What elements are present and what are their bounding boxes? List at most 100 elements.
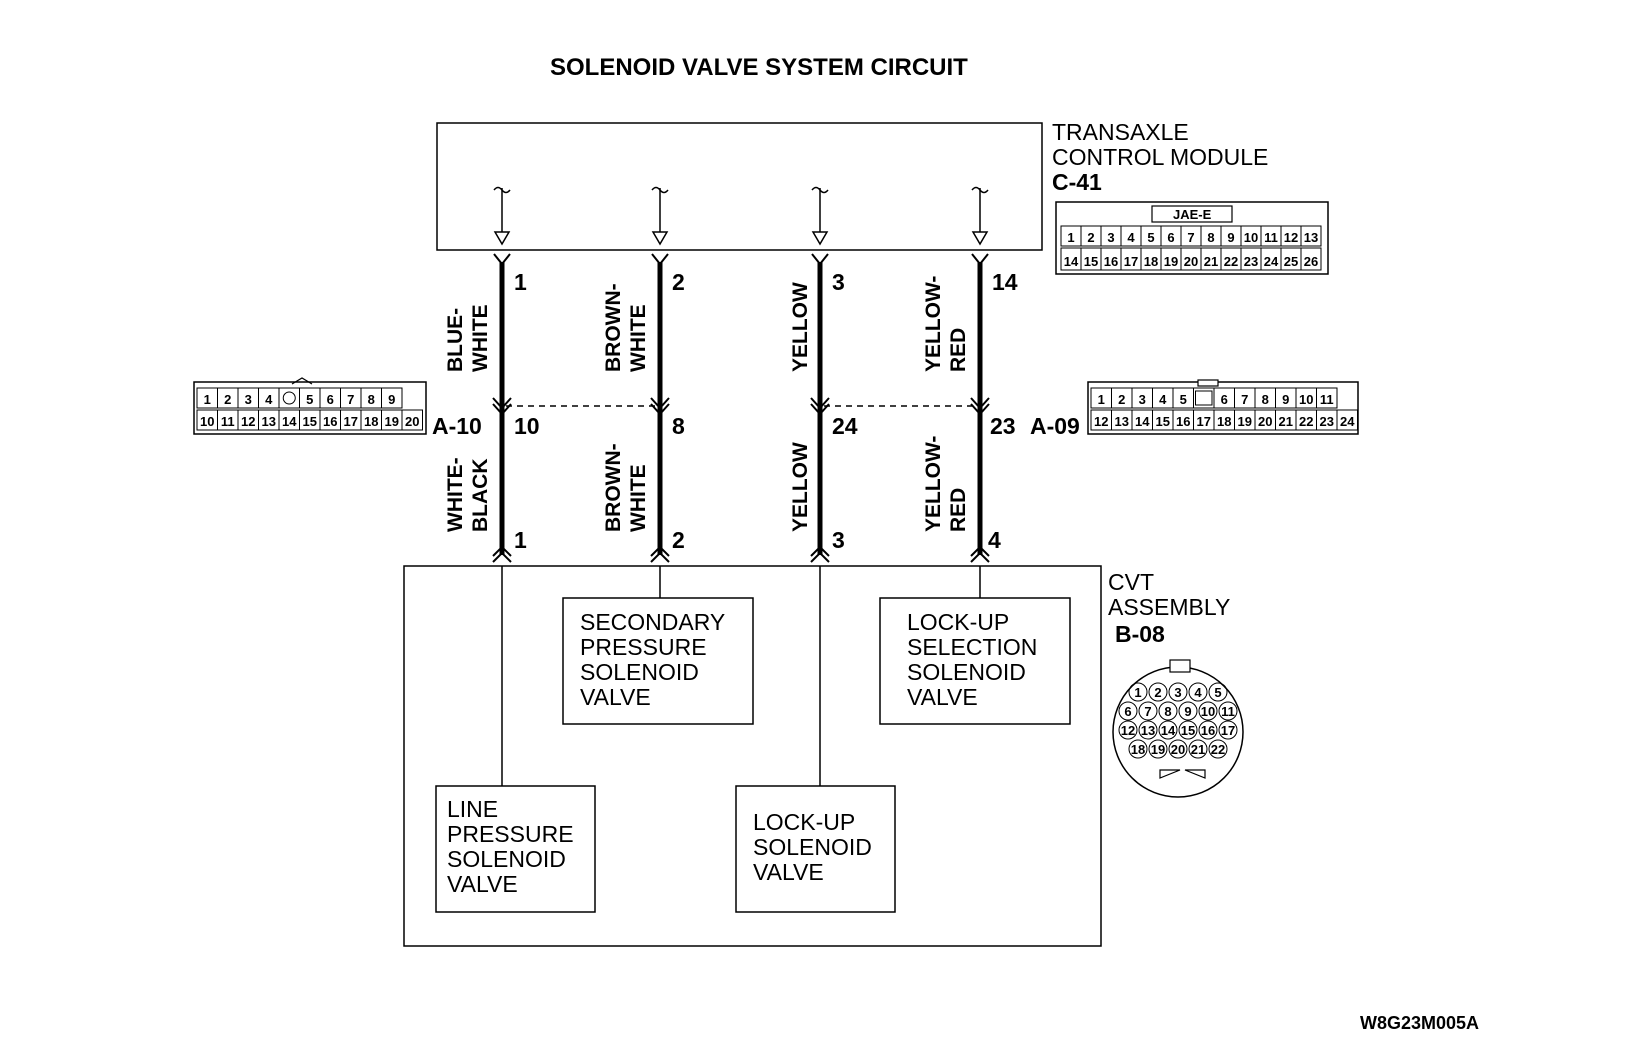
connector-pin-number: 11 — [1221, 704, 1235, 719]
connector-pin-number: 25 — [1284, 254, 1298, 269]
valve-label: LOCK-UP — [753, 809, 855, 835]
connector-pin-number: 6 — [1167, 230, 1174, 245]
tcm-output-symbol — [811, 186, 829, 246]
connector-pin-number: 19 — [1151, 742, 1165, 757]
connector-pin-number: 13 — [1304, 230, 1318, 245]
connector-pin-number: 1 — [1067, 230, 1074, 245]
terminal-mark — [970, 545, 990, 563]
connector-pin — [1138, 720, 1158, 740]
terminal-mark — [650, 545, 670, 563]
tcm-output-symbol — [971, 186, 989, 246]
connector-pin-number: 23 — [1320, 414, 1334, 429]
connector-pin-number: 9 — [1282, 392, 1289, 407]
connector-pin-number: 1 — [1098, 392, 1105, 407]
connector-a09-id: A-09 — [1030, 413, 1080, 439]
connector-latch — [1197, 379, 1219, 387]
lower-color-2b: WHITE — [627, 464, 650, 532]
tcm-pin-1: 1 — [514, 269, 527, 295]
valve-label: SOLENOID — [580, 659, 699, 685]
connector-pin-number: 9 — [388, 392, 395, 407]
cvt-pin-1: 1 — [514, 527, 527, 553]
connector-pin-number: 4 — [1194, 685, 1202, 700]
valve-label: SOLENOID — [447, 846, 566, 872]
connector-pin-number: 16 — [323, 414, 337, 429]
tcm-pin-3: 3 — [832, 269, 845, 295]
connector-pin-number: 20 — [1184, 254, 1198, 269]
upper-color-2b: WHITE — [627, 304, 650, 372]
connector-pin-number: 21 — [1191, 742, 1205, 757]
connector-cell — [1336, 409, 1358, 431]
diagram-title: SOLENOID VALVE SYSTEM CIRCUIT — [550, 54, 968, 81]
connector-cell — [278, 387, 300, 409]
connector-pin-number: 8 — [1262, 392, 1269, 407]
line-pressure-solenoid-valve: LINE PRESSURE SOLENOID VALVE — [435, 785, 596, 913]
connector-pin — [1208, 682, 1228, 702]
connector-pin-number: 16 — [1201, 723, 1215, 738]
connector-pin — [1128, 739, 1148, 759]
valve-label: PRESSURE — [447, 821, 574, 847]
junction-pin-2: 8 — [672, 413, 685, 439]
connector-pin-number: 10 — [200, 414, 214, 429]
connector-pin — [1218, 720, 1238, 740]
connector-pin-number: 7 — [1144, 704, 1151, 719]
connector-pin-number: 8 — [368, 392, 375, 407]
figure-code: W8G23M005A — [1360, 1013, 1479, 1033]
terminal-mark — [811, 253, 829, 266]
connector-pin-number: 1 — [1134, 685, 1141, 700]
connector-pin-number: 9 — [1227, 230, 1234, 245]
lower-color-2a: BROWN- — [602, 443, 625, 532]
connector-pin-number: 21 — [1279, 414, 1293, 429]
connector-pin-number: 12 — [1121, 723, 1135, 738]
upper-color-1b: WHITE — [469, 304, 492, 372]
connector-pin-number: 15 — [1181, 723, 1195, 738]
valve-label: SELECTION — [907, 634, 1037, 660]
connector-cavity — [282, 391, 296, 405]
connector-pin-number: 12 — [241, 414, 255, 429]
cvt-pin-4: 4 — [988, 527, 1001, 553]
connector-pin — [1148, 682, 1168, 702]
valve-label: SECONDARY — [580, 609, 725, 635]
connector-latch — [1169, 659, 1191, 673]
valve-label: VALVE — [447, 871, 518, 897]
connector-pin — [1148, 739, 1168, 759]
connector-pin — [1118, 701, 1138, 721]
terminal-mark — [810, 397, 830, 416]
connector-pin-number: 11 — [1264, 230, 1278, 245]
lockup-selection-solenoid-valve: LOCK-UP SELECTION SOLENOID VALVE — [879, 597, 1071, 725]
connector-latch — [291, 377, 313, 385]
lower-color-3a: YELLOW — [789, 442, 812, 532]
connector-pin-number: 18 — [1144, 254, 1158, 269]
connector-cell — [381, 387, 403, 409]
junction-pin-4: 23 — [990, 413, 1016, 439]
valve-label: VALVE — [907, 684, 978, 710]
connector-pin — [1138, 701, 1158, 721]
tcm-pin-4: 14 — [992, 269, 1018, 295]
connector-pin-number: 14 — [1064, 254, 1079, 269]
tcm-outputs — [493, 186, 989, 246]
connector-type-label: JAE-E — [1173, 207, 1212, 222]
connector-pin-number: 2 — [224, 392, 231, 407]
connector-pin-number: 6 — [1124, 704, 1131, 719]
terminal-mark — [810, 545, 830, 563]
tcm-name-line2: CONTROL MODULE — [1052, 144, 1268, 170]
connector-pin — [1168, 739, 1188, 759]
connector-pin — [1188, 682, 1208, 702]
connector-pin-number: 14 — [282, 414, 297, 429]
lower-color-4b: RED — [947, 488, 970, 532]
terminal-mark — [650, 397, 670, 416]
connector-pin-number: 22 — [1224, 254, 1238, 269]
connector-pin-number: 3 — [1174, 685, 1181, 700]
connector-pin — [1198, 720, 1218, 740]
connector-pin — [1128, 682, 1148, 702]
connector-pin-number: 11 — [1320, 392, 1334, 407]
lower-color-1b: BLACK — [469, 459, 492, 533]
connector-pin-number: 13 — [262, 414, 276, 429]
connector-pin-number: 1 — [204, 392, 211, 407]
connector-pin-number: 14 — [1161, 723, 1176, 738]
connector-pin-number: 22 — [1299, 414, 1313, 429]
connector-key — [1159, 769, 1181, 779]
connector-pin-number: 5 — [306, 392, 313, 407]
valve-label: VALVE — [753, 859, 824, 885]
